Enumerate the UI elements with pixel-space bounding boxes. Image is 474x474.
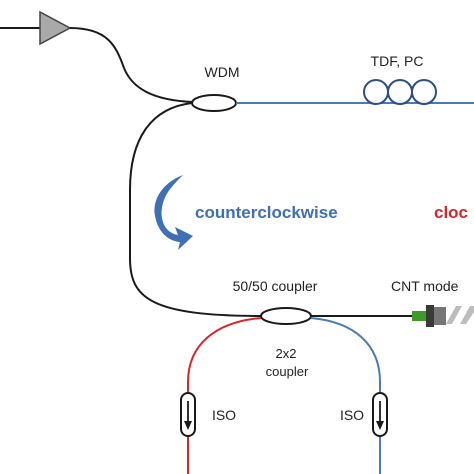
cnt-mode-locker-icon [412, 305, 474, 327]
pump-to-wdm-fiber [69, 27, 193, 103]
clockwise-label: cloc [434, 203, 468, 222]
coupler-2x2-label-line1: 2x2 [276, 346, 297, 361]
counterclockwise-label: counterclockwise [195, 203, 338, 222]
blue-output-fiber [310, 317, 381, 474]
cavity-loop-fiber [129, 102, 263, 317]
cnt-mode-label: CNT mode [391, 278, 459, 294]
coupler-5050 [260, 307, 312, 325]
iso-left-label: ISO [212, 407, 236, 423]
coupler-5050-label: 50/50 coupler [233, 278, 318, 294]
wdm-label: WDM [205, 64, 240, 80]
isolator-right-icon [372, 392, 388, 437]
isolator-left-icon [180, 392, 196, 437]
polarization-controller-icon [363, 79, 437, 105]
coupler-2x2-label-line2: coupler [266, 364, 309, 379]
counterclockwise-arrow-icon [154, 175, 193, 250]
iso-right-label: ISO [340, 407, 364, 423]
red-output-fiber [187, 317, 262, 474]
pump-amplifier-icon [39, 10, 72, 46]
tdf-pc-label: TDF, PC [371, 53, 424, 69]
wdm-coupler [191, 94, 237, 112]
